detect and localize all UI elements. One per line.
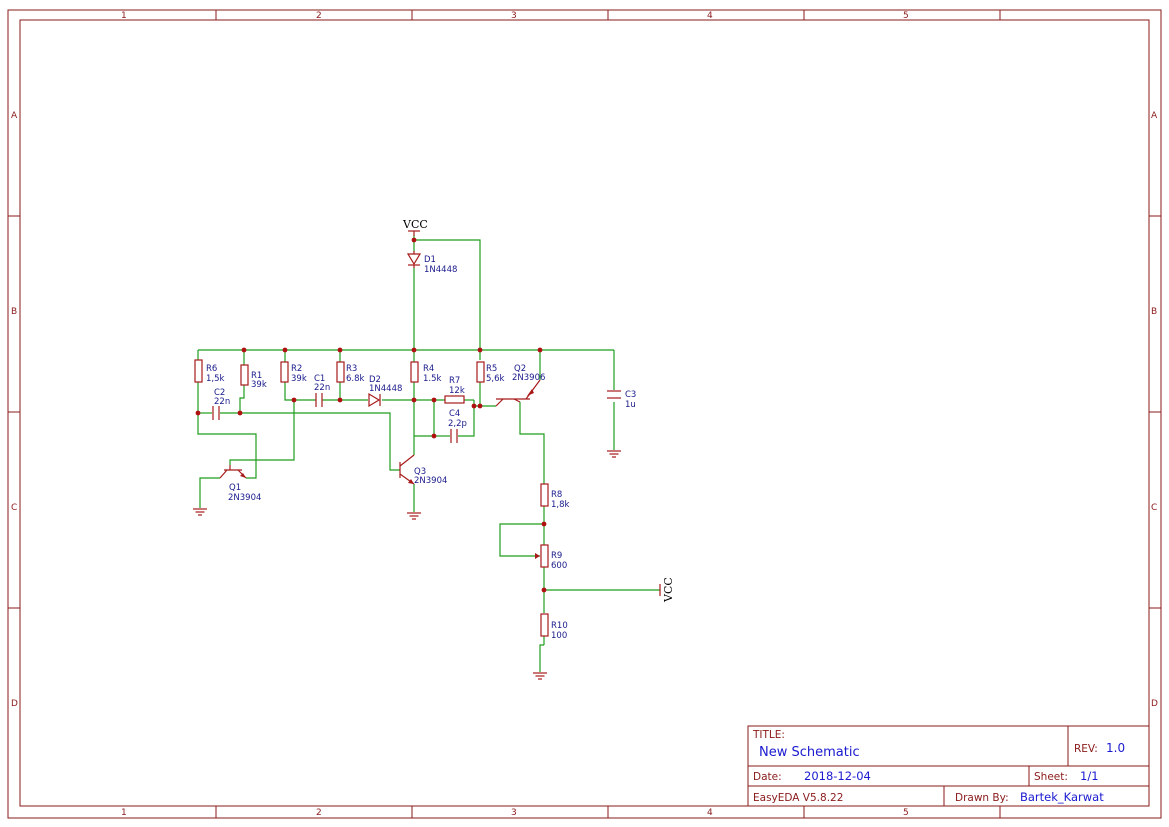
row-label-right: B <box>1151 307 1157 317</box>
r8-value: 1,8k <box>551 500 570 510</box>
col-label-top: 3 <box>511 11 517 21</box>
resistor-r1: R1 39k <box>240 364 267 390</box>
rev-label: REV: <box>1074 743 1098 755</box>
col-label-top: 4 <box>707 11 713 21</box>
q2-ref: Q2 <box>514 364 526 374</box>
vcc-right-symbol: VCC <box>659 577 675 603</box>
c2-value: 22n <box>214 397 230 407</box>
d1-ref: D1 <box>424 255 436 265</box>
r6-ref: R6 <box>206 364 217 374</box>
wires <box>197 235 660 672</box>
transistor-q1: Q1 2N3904 <box>219 465 261 503</box>
junctions <box>195 237 547 593</box>
date-label: Date: <box>753 771 782 783</box>
c2-ref: C2 <box>214 388 225 398</box>
sheet-label: Sheet: <box>1034 771 1068 783</box>
diode-d1: D1 1N4448 <box>406 251 457 275</box>
rev-value: 1.0 <box>1106 741 1125 755</box>
ground-symbol-q3 <box>407 512 421 520</box>
capacitor-c4: C4 2,2p <box>448 409 467 443</box>
q1-value: 2N3904 <box>228 493 261 503</box>
row-label-right: A <box>1151 111 1158 121</box>
capacitor-c3: C3 1u <box>607 390 636 410</box>
resistor-r8: R8 1,8k <box>540 483 570 510</box>
q3-ref: Q3 <box>414 467 426 477</box>
d2-value: 1N4448 <box>369 384 402 394</box>
drawing-frame: 1 2 3 4 5 1 2 3 4 5 A B C D A B C D <box>7 9 1162 819</box>
row-label-left: B <box>11 307 17 317</box>
r4-value: 1.5k <box>423 374 442 384</box>
r9-ref: R9 <box>551 551 562 561</box>
col-label-top: 2 <box>316 11 322 21</box>
c1-value: 22n <box>314 383 330 393</box>
c4-ref: C4 <box>449 409 460 419</box>
r3-ref: R3 <box>346 364 357 374</box>
row-label-left: C <box>11 503 17 513</box>
r7-value: 12k <box>449 386 465 396</box>
r10-ref: R10 <box>551 621 568 631</box>
col-label-top: 5 <box>903 11 909 21</box>
resistor-r6: R6 1,5k <box>194 359 225 384</box>
row-label-left: A <box>11 111 18 121</box>
c3-value: 1u <box>625 400 636 410</box>
sheet-value: 1/1 <box>1080 769 1099 783</box>
c4-value: 2,2p <box>448 419 467 429</box>
r1-value: 39k <box>251 380 267 390</box>
q3-value: 2N3904 <box>414 476 447 486</box>
col-label-bottom: 4 <box>707 808 713 818</box>
capacitor-c1: C1 22n <box>314 374 330 407</box>
vcc-right-label: VCC <box>662 577 675 603</box>
r8-ref: R8 <box>551 490 562 500</box>
diode-d2: D2 1N4448 <box>368 375 402 408</box>
title-label: TITLE: <box>752 729 785 741</box>
resistor-r5: R5 5,6k <box>476 361 505 384</box>
vcc-top-symbol: VCC <box>402 218 428 236</box>
r7-ref: R7 <box>449 376 460 386</box>
r2-value: 39k <box>291 374 307 384</box>
date-value: 2018-12-04 <box>804 769 871 783</box>
resistor-r7: R7 12k <box>444 376 465 404</box>
c1-ref: C1 <box>314 374 325 384</box>
r4-ref: R4 <box>423 364 434 374</box>
transistor-q3: Q3 2N3904 <box>399 454 447 486</box>
q2-value: 2N3906 <box>512 373 545 383</box>
software-label: EasyEDA V5.8.22 <box>753 792 843 804</box>
resistor-r9: R9 600 <box>535 544 567 571</box>
col-label-bottom: 1 <box>121 808 127 818</box>
col-label-top: 1 <box>121 11 127 21</box>
resistor-r2: R2 39k <box>280 361 307 384</box>
row-label-right: D <box>1151 699 1158 709</box>
drawn-by-label: Drawn By: <box>955 792 1009 804</box>
d2-ref: D2 <box>369 375 381 385</box>
transistor-q2: Q2 2N3906 <box>495 364 545 407</box>
title-block: TITLE: New Schematic REV: 1.0 Date: 2018… <box>747 725 1150 807</box>
row-label-right: C <box>1151 503 1157 513</box>
ground-symbol-q1 <box>193 508 207 516</box>
r3-value: 6.8k <box>346 374 365 384</box>
resistor-r10: R10 100 <box>540 613 568 641</box>
vcc-top-label: VCC <box>402 218 428 231</box>
r10-value: 100 <box>551 631 567 641</box>
ground-symbol-r10 <box>533 672 547 680</box>
r2-ref: R2 <box>291 364 302 374</box>
ground-symbol-c3 <box>607 450 621 458</box>
r9-value: 600 <box>551 561 567 571</box>
col-label-bottom: 2 <box>316 808 322 818</box>
r5-ref: R5 <box>486 364 497 374</box>
q1-ref: Q1 <box>229 483 241 493</box>
title-value: New Schematic <box>759 745 860 760</box>
r6-value: 1,5k <box>206 374 225 384</box>
r1-ref: R1 <box>251 371 262 381</box>
capacitor-c2: C2 22n <box>212 388 230 420</box>
resistor-r4: R4 1.5k <box>410 361 442 384</box>
c3-ref: C3 <box>625 390 636 400</box>
col-label-bottom: 3 <box>511 808 517 818</box>
col-label-bottom: 5 <box>903 808 909 818</box>
r5-value: 5,6k <box>486 374 505 384</box>
row-label-left: D <box>11 699 18 709</box>
resistor-r3: R3 6.8k <box>336 361 365 384</box>
drawn-by-value: Bartek_Karwat <box>1020 790 1104 804</box>
d1-value: 1N4448 <box>424 265 457 275</box>
